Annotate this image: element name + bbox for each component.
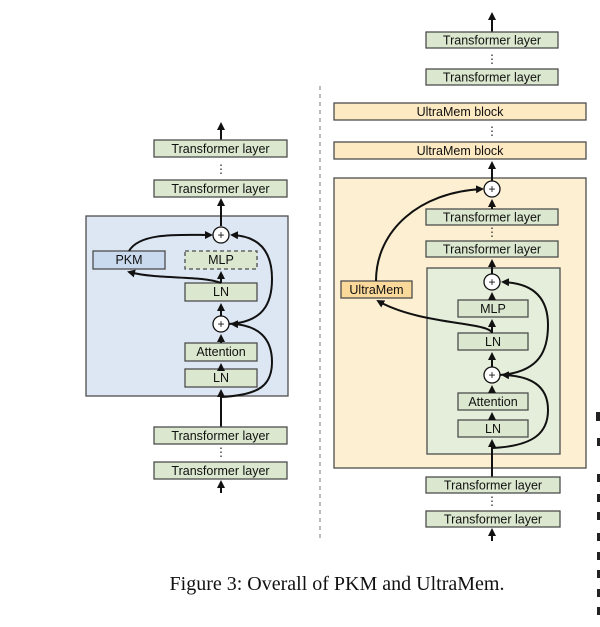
pkm-mlp-label: MLP [208, 253, 234, 267]
pkm-top-transformer-layer [153, 139, 288, 158]
pkm-diagram: Transformer layer ⋮ Transformer layer + … [85, 122, 289, 493]
pkm-upper-add-symbol: + [217, 228, 224, 242]
ultramem-bottom-transformer-layer-label: Transformer layer [444, 479, 542, 493]
ultramem-bottom-transformer-layer-2-label: Transformer layer [444, 513, 542, 527]
pkm-top-transformer-layer-label: Transformer layer [171, 142, 269, 156]
pkm-bottom-transformer-layer-2-label: Transformer layer [171, 464, 269, 478]
ultramem-diagram: Transformer layer ⋮ Transformer layer Ul… [333, 12, 587, 541]
pkm-lower-add-symbol: + [217, 317, 224, 331]
pkm-lower-ln-label: LN [213, 371, 229, 385]
pkm-upper-add-node [212, 226, 230, 244]
ultramem-attention-label: Attention [468, 395, 517, 409]
pkm-bottom-transformer-layer [153, 426, 288, 445]
cropped-margin-text [596, 412, 600, 615]
pkm-panel [85, 215, 289, 397]
ultramem-inner-ellipsis: ⋮ [486, 225, 498, 239]
ultramem-block-bottom-label: UltraMem block [417, 144, 505, 158]
ultramem-top-transformer-layer-label: Transformer layer [443, 34, 541, 48]
pkm-upper-ln-label: LN [213, 285, 229, 299]
ultramem-inner-upper-add-symbol: + [488, 275, 495, 289]
pkm-bottom-ellipsis: ⋮ [215, 445, 227, 459]
pkm-attention-label: Attention [196, 345, 245, 359]
ultramem-lower-ln-label: LN [485, 422, 501, 436]
ultramem-inner-transformer-layer-top-label: Transformer layer [443, 211, 541, 225]
ultramem-inner-lower-add-symbol: + [488, 368, 495, 382]
ultramem-inner-upper-add-node [483, 273, 501, 291]
ultramem-bottom-transformer-layer-2 [425, 510, 561, 528]
pkm-top-transformer-layer-2-label: Transformer layer [171, 182, 269, 196]
ultramem-block-top [333, 102, 587, 121]
pkm-top-transformer-layer-2 [153, 179, 288, 198]
pkm-mlp-box [184, 250, 258, 270]
ultramem-block-top-label: UltraMem block [417, 105, 505, 119]
ultramem-inner-transformer-layer-bottom-label: Transformer layer [443, 243, 541, 257]
pkm-bottom-transformer-layer-label: Transformer layer [171, 429, 269, 443]
ultramem-top-transformer-layer [425, 31, 559, 49]
ultramem-upper-ln-label: LN [485, 335, 501, 349]
pkm-bottom-transformer-layer-2 [153, 461, 288, 480]
pkm-top-ellipsis: ⋮ [215, 162, 227, 176]
ultramem-inner-transformer-layer-bottom [425, 240, 559, 258]
ultramem-top-transformer-layer-2 [425, 68, 559, 86]
ultramem-bottom-ellipsis: ⋮ [486, 494, 498, 508]
ultramem-top-add-symbol: + [488, 182, 495, 196]
ultramem-top-transformer-layer-2-label: Transformer layer [443, 71, 541, 85]
ultramem-mlp-label: MLP [480, 302, 506, 316]
ultramem-memory-label: UltraMem [349, 283, 403, 297]
pkm-memory-label: PKM [115, 253, 142, 267]
ultramem-top-ellipsis: ⋮ [486, 52, 498, 66]
ultramem-block-bottom [333, 141, 587, 160]
ultramem-top-add-node [483, 180, 501, 198]
figure-caption: Figure 3: Overall of PKM and UltraMem. [170, 573, 505, 595]
ultramem-bottom-transformer-layer [425, 476, 561, 494]
ultramem-middle-ellipsis: ⋮ [486, 124, 498, 138]
